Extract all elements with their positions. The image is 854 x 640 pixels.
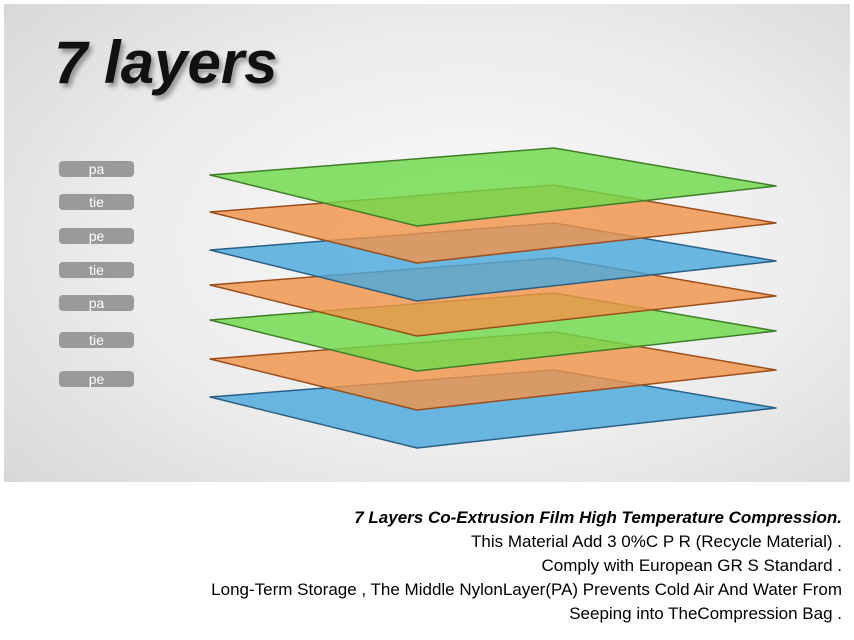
- description-line-2: Comply with European GR S Standard .: [541, 556, 842, 575]
- layer-label-6: tie: [59, 332, 134, 348]
- diagram-title: 7 layers: [54, 29, 278, 96]
- description-line-1: This Material Add 3 0%C P R (Recycle Mat…: [471, 532, 842, 551]
- layer-label-5: pa: [59, 295, 134, 311]
- description-line-4: Seeping into TheCompression Bag .: [569, 604, 842, 623]
- layer-label-7: pe: [59, 371, 134, 387]
- layer-label-4: tie: [59, 262, 134, 278]
- layer-label-3: pe: [59, 228, 134, 244]
- layer-label-1: pa: [59, 161, 134, 177]
- description-headline: 7 Layers Co-Extrusion Film High Temperat…: [354, 508, 842, 527]
- layer-stack-illustration: [209, 147, 777, 449]
- layer-label-2: tie: [59, 194, 134, 210]
- film-layer-1: [209, 147, 777, 227]
- diagram-panel: 7 layers pa tie pe tie pa tie pe: [4, 4, 850, 482]
- description-line-3: Long-Term Storage , The Middle NylonLaye…: [211, 580, 842, 599]
- product-description: 7 Layers Co-Extrusion Film High Temperat…: [12, 506, 842, 626]
